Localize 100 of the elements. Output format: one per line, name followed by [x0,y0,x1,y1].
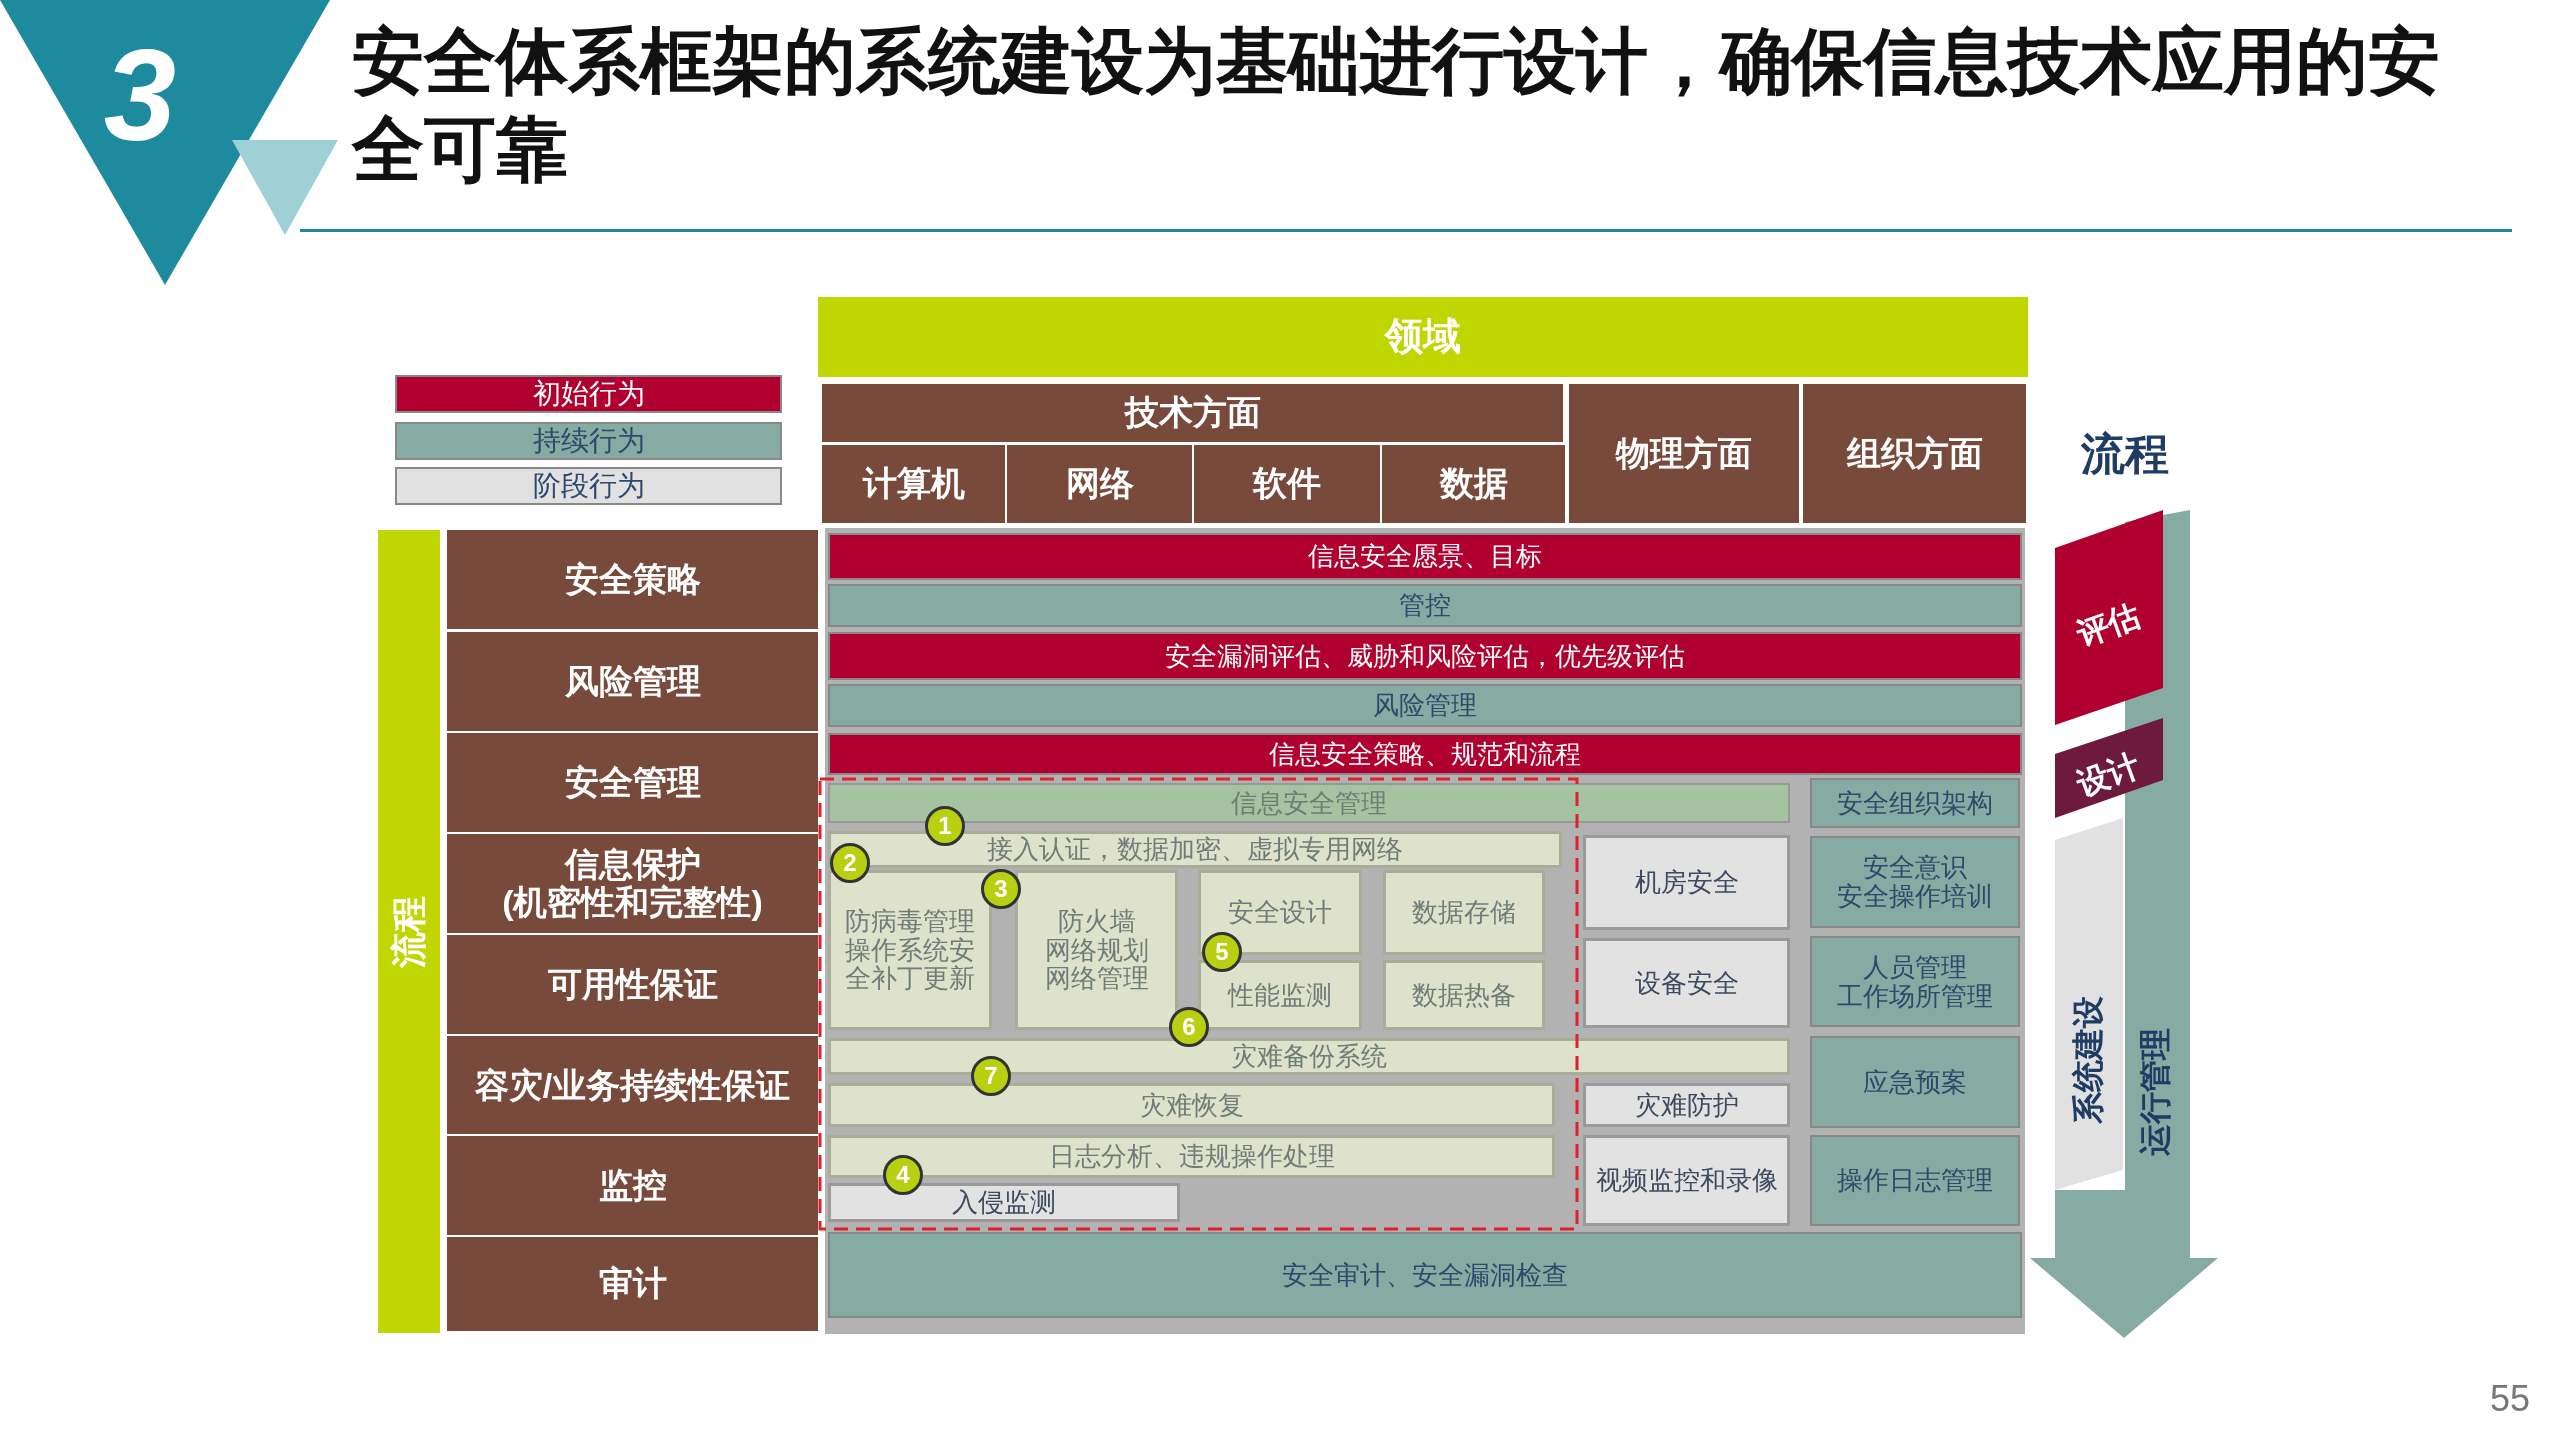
cell-label: 接入认证，数据加密、虚拟专用网络 [987,835,1403,864]
stage-action-cell [1583,835,1790,930]
cell-label: 灾难恢复 [1139,1090,1244,1120]
bar-label: 管控 [1399,591,1451,620]
cell-label: 安全管理 [564,763,701,802]
phase-label: 评估 [2071,595,2146,655]
category-cell [1801,382,2028,525]
legend-label: 初始行为 [532,377,645,411]
step-number: 4 [896,1161,910,1189]
cell-label: 性能监测 [1228,980,1332,1010]
cell-label: 网络管理 [1044,964,1149,993]
cell-label: 防病毒管理 [845,907,975,936]
cell-label: 监控 [598,1166,667,1205]
step-number: 1 [938,812,952,840]
cell-label: 网络 [1065,465,1134,503]
category-cell [445,832,820,935]
cell-label: 数据 [1439,465,1508,503]
cell-label: 机房安全 [1634,868,1739,897]
cell-label: 日志分析、违规操作处理 [1048,1142,1335,1171]
measure-cell [1198,960,1362,1030]
continuous-action-bar [828,1232,2022,1318]
bar-label: 人员管理 [1863,952,1967,982]
category-cell [820,382,1565,444]
bar-label: 操作日志管理 [1837,1166,1993,1195]
bar-label: 应急预案 [1863,1067,1967,1097]
stage-action-cell [828,1183,1180,1222]
category-cell [1380,443,1567,525]
stage-action-cell [1583,938,1790,1028]
header-label: 领域 [1385,316,1461,358]
cell-label: 信息保护 [564,846,701,884]
continuous-action-bar [1810,778,2020,828]
cell-label: 数据热备 [1412,980,1516,1010]
cell-label: 风险管理 [564,662,701,701]
cell-label: 入侵监测 [952,1188,1056,1217]
cell-label: 安全设计 [1228,898,1332,927]
cell-label: 计算机 [862,465,965,503]
bar-label: 安全审计、安全漏洞检查 [1282,1260,1568,1290]
cell-label: 操作系统安全补丁更新 [845,935,975,993]
cell-label: 灾难备份系统 [1231,1042,1387,1071]
category-cell [1192,443,1382,525]
category-cell [445,731,820,834]
category-cell [445,1235,820,1333]
legend-label: 持续行为 [532,424,645,458]
cell-label: 网络规划 [1044,935,1149,965]
bar-label: 信息安全管理 [1231,788,1387,818]
bar-label: 安全操作培训 [1837,882,1993,911]
stage-action-cell [1583,1083,1790,1127]
category-cell [445,933,820,1036]
section-number: 3 [102,21,178,170]
sidebar-label: 流程 [389,895,429,968]
category-cell [1005,443,1194,525]
cell-label: 数据存储 [1412,898,1516,927]
measure-cell [828,870,992,1030]
cell-label: (机密性和完整性) [502,883,763,921]
process-sidebar [378,530,440,1333]
stage-action-cell [1583,1135,1790,1226]
category-cell [445,528,820,631]
cell-label: 组织方面 [1846,434,1983,473]
step-number: 2 [843,849,857,877]
category-cell [445,1134,820,1237]
cell-label: 安全策略 [564,560,701,599]
flow-heading: 流程 [2080,428,2170,480]
continuous-action-bar [828,584,2022,627]
bar-label: 安全意识 [1863,853,1967,882]
cell-label: 物理方面 [1616,434,1752,473]
cell-label: 软件 [1253,465,1321,503]
step-number: 5 [1215,938,1229,966]
measure-cell [828,1083,1555,1127]
category-cell [445,630,820,733]
bar-label: 安全漏洞评估、威胁和风险评估，优先级评估 [1165,641,1685,671]
step-number: 3 [994,875,1008,903]
continuous-action-bar [1810,936,2020,1027]
category-cell [1567,382,1801,525]
cell-label: 容灾/业务持续性保证 [474,1066,791,1105]
bar-label: 信息安全策略、规范和流程 [1269,739,1581,769]
category-cell [820,443,1007,525]
domain-header-bar [818,297,2028,377]
bar-label: 安全组织架构 [1837,788,1993,818]
cell-label: 审计 [598,1265,667,1303]
continuous-action-bar [1810,1135,2020,1226]
phase-label: 设计 [2071,746,2146,805]
phase-label: 运行管理 [2136,1028,2174,1156]
cell-label: 可用性保证 [547,965,718,1004]
page-number: 55 [2490,1378,2532,1421]
bar-label: 风险管理 [1373,691,1477,720]
continuous-action-bar [1810,836,2020,928]
initial-action-bar [828,733,2022,775]
bar-label: 工作场所管理 [1837,981,1993,1011]
cell-label: 灾难防护 [1634,1090,1739,1120]
slide-title: 安全体系框架的系统建设为基础进行设计，确保信息技术应用的安全可靠 [352,20,2441,191]
cell-label: 视频监控和录像 [1595,1166,1778,1195]
continuous-action-bar [828,684,2022,727]
phase-label: 系统建设 [2069,996,2107,1124]
initial-action-bar [828,632,2022,680]
step-number: 7 [984,1062,998,1090]
initial-action-bar [828,533,2022,580]
step-number: 6 [1182,1013,1196,1041]
measure-cell [1383,870,1545,955]
cell-label: 防火墙 [1057,907,1136,936]
category-cell [445,1034,820,1137]
